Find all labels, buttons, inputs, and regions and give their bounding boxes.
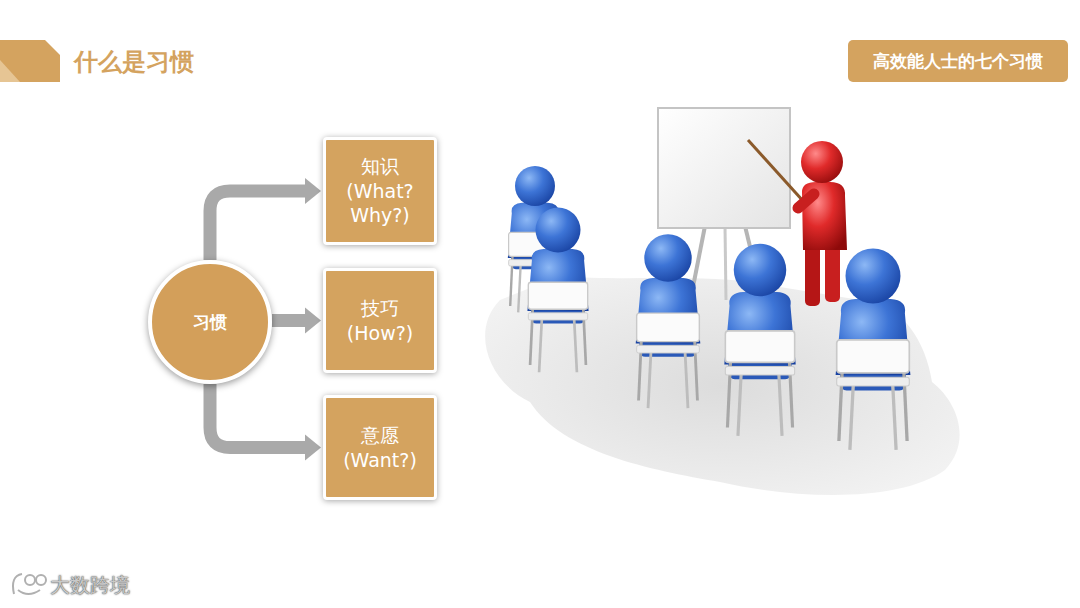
center-circle: 习惯 [148, 260, 272, 384]
connector-line [210, 191, 307, 260]
node-text: 知识 [361, 154, 399, 179]
arrow-head [305, 178, 321, 204]
process-box: 意愿(Want?) [323, 395, 437, 500]
node-text: (What? Why?) [332, 179, 428, 228]
connector-line [272, 314, 307, 327]
flow-arrow [210, 178, 321, 260]
arrow-head [305, 435, 321, 461]
process-box: 知识(What? Why?) [323, 137, 437, 245]
node-text: (How?) [347, 321, 413, 346]
flow-arrow [210, 384, 321, 461]
node-text: 高效能人士的七个习惯 [873, 50, 1043, 73]
flow-arrow [272, 308, 321, 334]
node-text: 技巧 [361, 296, 399, 321]
node-text: 意愿 [361, 423, 399, 448]
arrow-head [305, 308, 321, 334]
slide-title: 什么是习惯 [74, 46, 194, 78]
connector-line [210, 384, 307, 448]
process-box: 技巧(How?) [323, 268, 437, 373]
header-tag: 高效能人士的七个习惯 [848, 40, 1068, 82]
watermark: 大数跨境 [50, 572, 130, 599]
node-text: 习惯 [193, 311, 227, 334]
node-text: (Want?) [343, 448, 417, 473]
